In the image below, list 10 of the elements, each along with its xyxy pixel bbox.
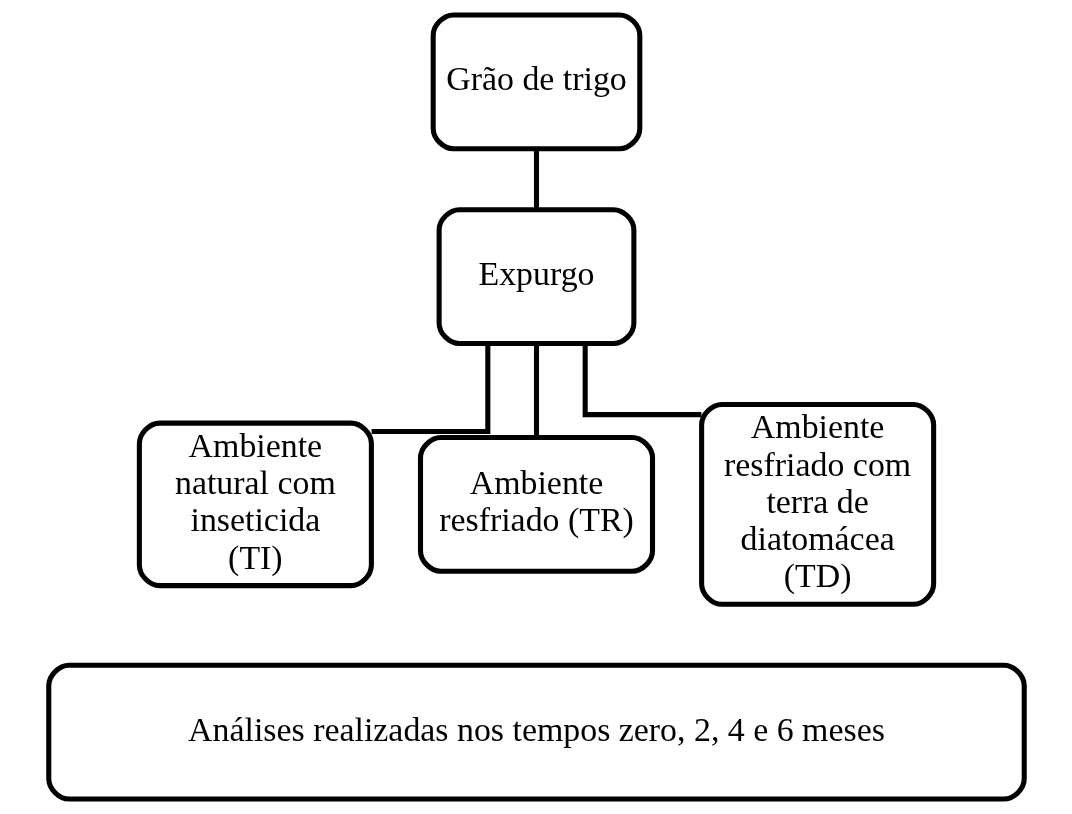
connector [371,343,490,435]
connector [582,344,701,418]
node-box: Análises realizadas nos tempos zero, 2, 4 e 6 meses [45,662,1027,802]
node-box: Ambiente resfriado com terra de diatomácea (TD) [698,401,936,607]
node-box: Grão de trigo [430,12,642,152]
connector [533,343,539,437]
node-box: Ambiente natural com inseticida (TI) [136,420,374,589]
node-box: Ambiente resfriado (TR) [417,434,655,574]
connector [533,148,539,210]
node-box: Expurgo [436,207,636,347]
